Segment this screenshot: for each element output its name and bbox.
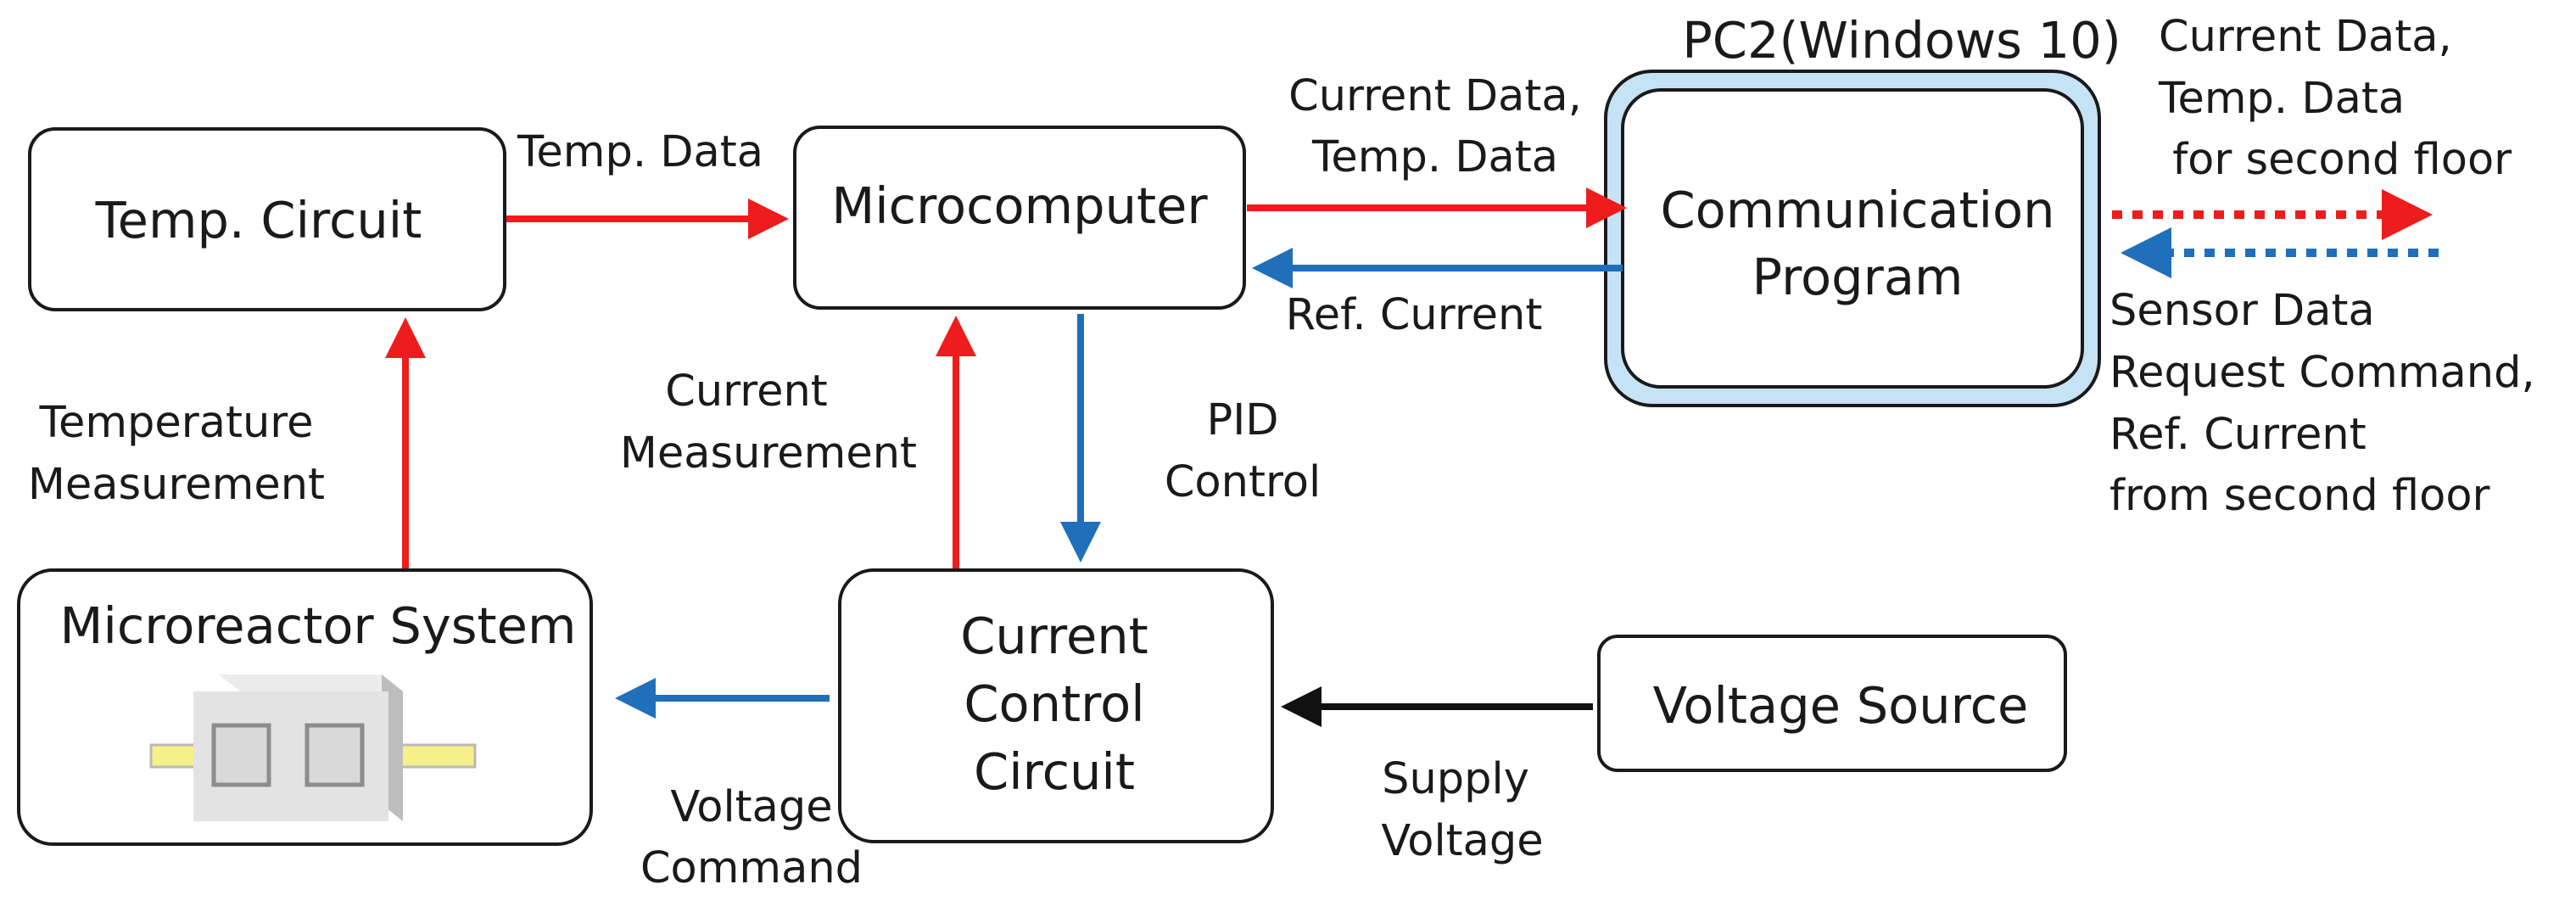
comm-program-label-1: Communication bbox=[1660, 181, 2054, 239]
supply-voltage-label-1: Supply bbox=[1382, 754, 1529, 804]
to-second-floor-label-2: Temp. Data bbox=[2158, 74, 2405, 124]
from-second-floor-label-2: Request Command, bbox=[2109, 348, 2535, 398]
temperature-measurement-label-1: Temperature bbox=[38, 398, 313, 448]
ref-current-label: Ref. Current bbox=[1286, 290, 1543, 340]
temp-circuit-label: Temp. Circuit bbox=[95, 191, 422, 249]
voltage-command-label-2: Command bbox=[640, 843, 863, 893]
microcomputer-label: Microcomputer bbox=[831, 176, 1208, 235]
microcomputer-block: Microcomputer bbox=[793, 126, 1246, 310]
pid-control-label-2: Control bbox=[1165, 457, 1321, 507]
from-second-floor-label-4: from second floor bbox=[2109, 471, 2490, 521]
temp-circuit-block: Temp. Circuit bbox=[28, 127, 506, 311]
current-control-label-2: Control bbox=[964, 674, 1144, 733]
voltage-source-label: Voltage Source bbox=[1653, 676, 2029, 735]
current-temp-data-label-2: Temp. Data bbox=[1311, 132, 1558, 182]
microreactor-block: Microreactor System bbox=[17, 568, 593, 846]
current-measurement-label-2: Measurement bbox=[620, 428, 917, 478]
current-control-label-3: Circuit bbox=[974, 742, 1135, 801]
microreactor-device-icon bbox=[149, 674, 477, 821]
voltage-command-label-1: Voltage bbox=[670, 782, 832, 832]
pc2-title: PC2(Windows 10) bbox=[1682, 11, 2121, 70]
comm-program-label-2: Program bbox=[1752, 248, 1964, 306]
to-second-floor-label-1: Current Data, bbox=[2159, 12, 2452, 62]
current-measurement-label-1: Current bbox=[665, 367, 828, 417]
pid-control-label-1: PID bbox=[1206, 395, 1278, 445]
current-temp-data-label-1: Current Data, bbox=[1288, 71, 1582, 121]
microreactor-label: Microreactor System bbox=[60, 596, 577, 655]
temp-data-label: Temp. Data bbox=[517, 127, 763, 177]
voltage-source-block: Voltage Source bbox=[1597, 635, 2067, 772]
current-control-label-1: Current bbox=[960, 607, 1148, 665]
temperature-measurement-label-2: Measurement bbox=[28, 460, 325, 510]
from-second-floor-label-1: Sensor Data bbox=[2109, 286, 2375, 336]
to-second-floor-label-3: for second floor bbox=[2159, 135, 2512, 185]
supply-voltage-label-2: Voltage bbox=[1381, 816, 1543, 866]
current-control-block: Current Control Circuit bbox=[838, 568, 1274, 843]
from-second-floor-label-3: Ref. Current bbox=[2109, 410, 2366, 460]
pc2-block: PC2(Windows 10) Communication Program bbox=[1604, 11, 2121, 407]
